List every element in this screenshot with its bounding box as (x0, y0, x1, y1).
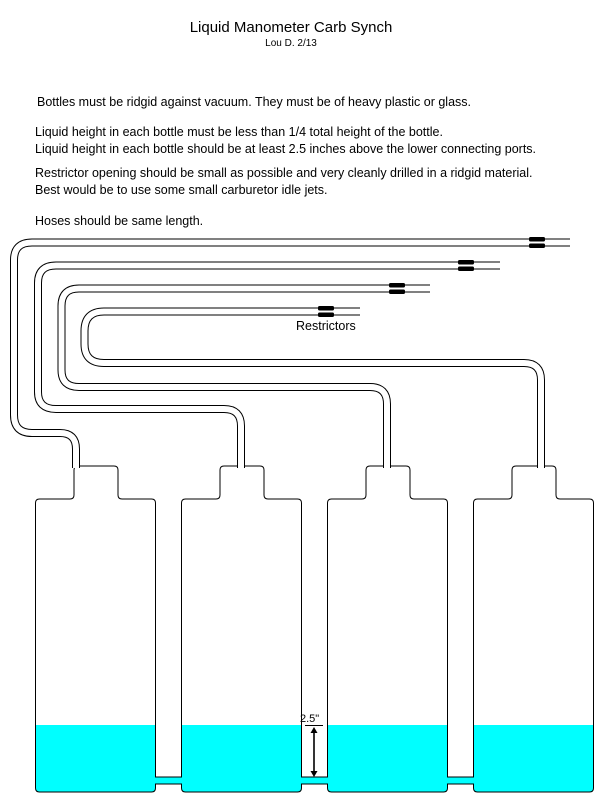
liquid (36, 725, 155, 792)
liquid (474, 725, 593, 792)
hose-inner (35, 262, 500, 468)
bottle-body (473, 466, 594, 792)
restrictor (318, 306, 334, 317)
bottle-outline (473, 465, 594, 793)
connecting-port (446, 777, 475, 784)
restrictor-block-bottom (458, 266, 474, 271)
bottles (35, 465, 594, 793)
restrictor-block-top (318, 306, 334, 311)
restrictor (529, 237, 545, 248)
bottle (473, 466, 594, 792)
restrictor-block-bottom (529, 243, 545, 248)
bottle-outline (35, 465, 156, 793)
note-idle-jets: Best would be to use some small carburet… (35, 183, 328, 197)
hose-outer (10, 238, 570, 468)
liquid (182, 725, 301, 792)
bottle-body (181, 466, 302, 792)
note-hose-length: Hoses should be same length. (35, 214, 203, 228)
note-bottles-rigid: Bottles must be ridgid against vacuum. T… (37, 95, 471, 109)
restrictor-block-bottom (318, 312, 334, 317)
liquid (328, 725, 447, 792)
bottle (327, 466, 448, 792)
restrictor-block-top (389, 283, 405, 288)
bottle-body (327, 466, 448, 792)
liquid-height-dimension: 2.5" (300, 713, 323, 777)
hose (80, 306, 545, 468)
dimension-label: 2.5" (300, 713, 319, 725)
hose-inner (58, 285, 430, 468)
hose-inner (81, 308, 544, 468)
bottle (181, 466, 302, 792)
restrictor (458, 260, 474, 271)
restrictor-block-top (529, 237, 545, 242)
hoses (10, 237, 570, 468)
restrictor-block-top (458, 260, 474, 265)
bottle-body (35, 466, 156, 792)
restrictors-label: Restrictors (296, 319, 356, 333)
arrow-head-down (310, 771, 318, 777)
note-liquid-max: Liquid height in each bottle must be les… (35, 125, 443, 139)
bottle-outline (181, 465, 302, 793)
connecting-port (300, 777, 329, 784)
diagram-title: Liquid Manometer Carb Synch (190, 19, 393, 36)
author-date: Lou D. 2/13 (265, 38, 317, 49)
restrictor (389, 283, 405, 294)
note-restrictor-opening: Restrictor opening should be small as po… (35, 166, 532, 180)
bottle (35, 466, 156, 792)
note-liquid-min: Liquid height in each bottle should be a… (35, 142, 536, 156)
hose-inner (11, 239, 570, 468)
connecting-port (154, 777, 183, 784)
bottle-outline (327, 465, 448, 793)
restrictor-block-bottom (389, 289, 405, 294)
arrow-head-up (310, 727, 318, 733)
hose (10, 237, 570, 468)
hose (57, 283, 430, 468)
hose (34, 260, 500, 468)
